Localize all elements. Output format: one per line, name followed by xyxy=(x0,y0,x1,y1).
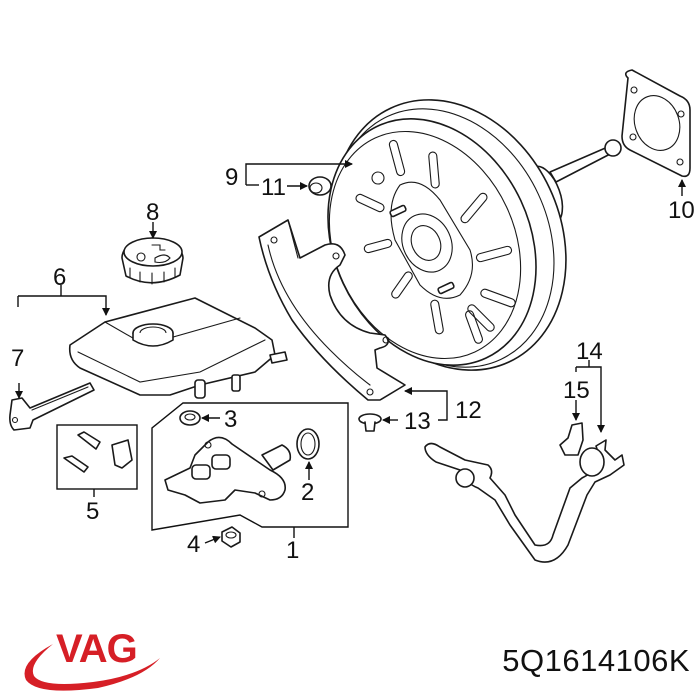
sensor-kit-part xyxy=(56,424,138,490)
callout-3: 3 xyxy=(224,406,237,433)
leader-lines xyxy=(15,160,686,544)
callout-6: 6 xyxy=(53,264,66,291)
callout-7: 7 xyxy=(11,345,24,372)
callout-13: 13 xyxy=(404,408,431,435)
callout-4: 4 xyxy=(187,531,200,558)
reservoir-bracket-part xyxy=(9,382,95,431)
callout-8: 8 xyxy=(146,199,159,226)
callout-1: 1 xyxy=(286,537,299,564)
callout-12: 12 xyxy=(455,397,482,424)
reservoir-cap-part xyxy=(121,237,184,285)
logo-swoosh xyxy=(24,644,161,691)
callout-11: 11 xyxy=(261,174,286,201)
nut-part xyxy=(221,526,241,548)
heat-shield-part xyxy=(258,219,406,401)
check-valve-part xyxy=(559,422,584,456)
fluid-reservoir-part xyxy=(68,297,288,399)
callout-15: 15 xyxy=(563,377,590,404)
callout-14: 14 xyxy=(576,338,603,365)
brake-booster-part xyxy=(327,99,622,371)
part-number: 5Q1614106K xyxy=(502,643,690,678)
logo-text: VAG xyxy=(56,627,137,671)
master-cylinder-part xyxy=(151,402,349,531)
vacuum-hose-part xyxy=(424,439,625,563)
callout-10: 10 xyxy=(668,197,695,224)
check-valve-grommet-part xyxy=(308,176,332,196)
shield-fastener-part xyxy=(358,413,382,432)
vag-logo: VAG xyxy=(24,627,161,691)
callout-5: 5 xyxy=(86,498,99,525)
callout-9: 9 xyxy=(225,164,238,191)
booster-gasket-part xyxy=(621,69,691,178)
callout-2: 2 xyxy=(301,479,314,506)
